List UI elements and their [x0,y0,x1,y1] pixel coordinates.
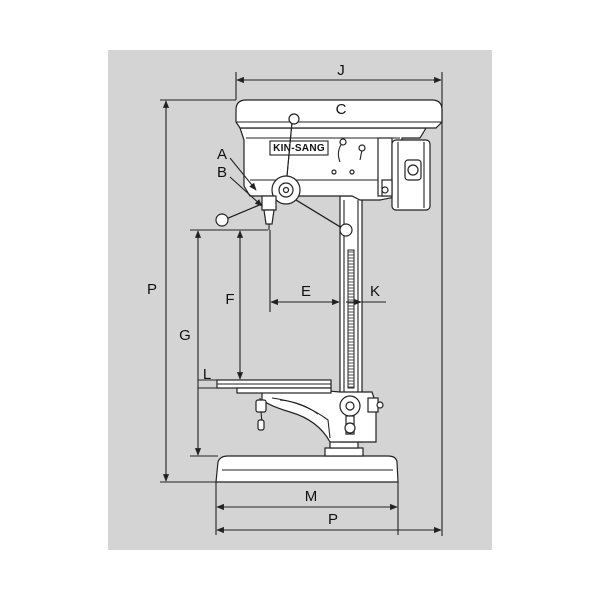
dimension-a-b: A B [217,146,263,207]
dimension-e: E [270,283,340,306]
label-l: L [203,366,211,383]
label-m: M [305,488,318,505]
motor [377,137,431,211]
feed-hub [215,113,353,237]
label-k: K [370,283,380,300]
brand-plate [269,140,329,156]
dimension-f: F [225,230,244,380]
label-b: B [217,164,227,181]
dimension-p-horizontal: P [216,100,443,536]
label-p-vertical: P [147,281,157,298]
machine-base [215,439,399,483]
table-support [255,388,384,443]
dimension-g: G [179,229,268,457]
brand-label: KIN-SANG [273,143,325,154]
rack-teeth [348,251,354,388]
label-g: G [179,327,191,344]
label-a: A [217,146,227,163]
work-table [216,379,332,394]
dimension-m: M [215,482,399,535]
dimension-lines: J C A B P G F [147,62,443,536]
drill-press: KIN-SANG [215,99,443,483]
label-j: J [337,62,345,79]
label-e: E [301,283,311,300]
dimension-j: J [235,62,443,100]
column-rack [347,249,355,389]
dimension-l: L [198,366,218,389]
dimension-k: K [346,283,386,306]
label-p-horizontal: P [328,511,338,528]
dimension-p-vertical: P [147,99,236,483]
label-c: C [336,101,347,118]
label-f: F [225,291,234,308]
